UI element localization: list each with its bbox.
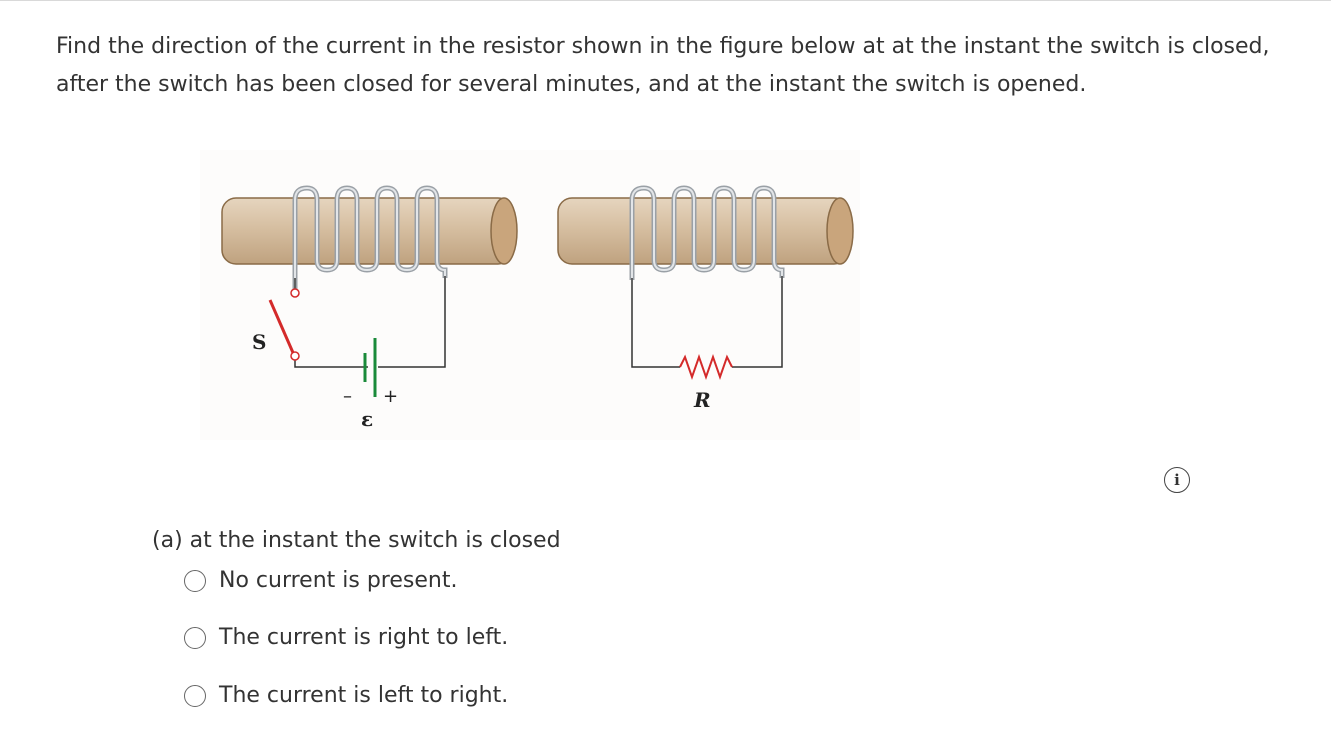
option-label: No current is present. [219, 568, 458, 593]
right-iron-core [557, 197, 854, 265]
option-right-to-left[interactable]: The current is right to left. [184, 623, 508, 653]
left-coil [292, 185, 448, 290]
question-text: Find the direction of the current in the… [56, 34, 1270, 97]
info-button[interactable]: i [1164, 467, 1190, 493]
circuit-diagram: S – + ε R [200, 150, 860, 440]
switch-contact-bottom [290, 351, 300, 361]
part-a-label: (a) at the instant the switch is closed [152, 528, 561, 553]
battery-plus-label: + [383, 386, 398, 407]
left-iron-core [221, 197, 518, 265]
emf-label: ε [361, 407, 373, 431]
option-left-to-right[interactable]: The current is left to right. [184, 681, 508, 711]
right-circuit-wires [631, 276, 783, 368]
circuit-figure: S – + ε R [200, 150, 860, 440]
resistor-label: R [693, 388, 711, 412]
top-divider [0, 0, 1331, 1]
resistor: R [679, 353, 733, 412]
battery-minus-label: – [343, 386, 352, 407]
radio-button[interactable] [184, 627, 206, 649]
battery: – + ε [343, 338, 398, 431]
option-label: The current is left to right. [219, 683, 509, 708]
info-icon: i [1174, 470, 1180, 489]
radio-button[interactable] [184, 685, 206, 707]
radio-button[interactable] [184, 570, 206, 592]
switch: S [252, 288, 300, 361]
option-no-current[interactable]: No current is present. [184, 566, 457, 596]
switch-label: S [252, 330, 266, 354]
switch-contact-top [290, 288, 300, 298]
option-label: The current is right to left. [219, 625, 509, 650]
right-coil [629, 185, 785, 280]
